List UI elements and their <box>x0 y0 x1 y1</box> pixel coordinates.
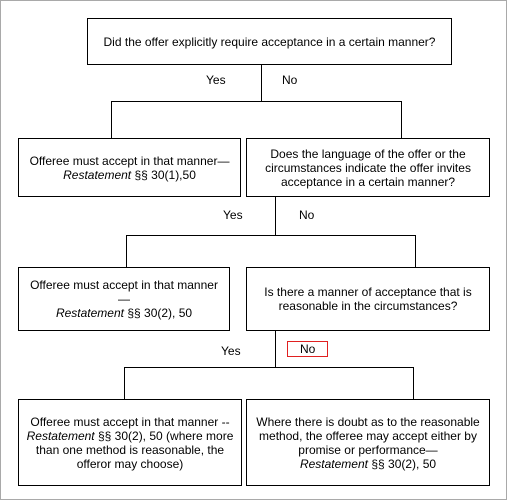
answer-1-text: Offeree must accept in that manner—Resta… <box>29 153 230 182</box>
answer-1-box: Offeree must accept in that manner—Resta… <box>18 138 241 197</box>
question-3-no-label: No <box>287 341 329 357</box>
question-3-text: Is there a manner of acceptance that is … <box>264 285 472 313</box>
question-1-box: Did the offer explicitly require accepta… <box>87 18 452 65</box>
answer-4-box: Where there is doubt as to the reasonabl… <box>246 399 490 486</box>
question-1-no-label: No <box>282 73 298 87</box>
question-2-no-label: No <box>299 208 315 222</box>
question-3-yes-label: Yes <box>221 344 241 358</box>
answer-2-box: Offeree must accept in that manner—Resta… <box>18 267 230 331</box>
answer-3-text: Offeree must accept in that manner -- Re… <box>26 414 234 471</box>
answer-4-text: Where there is doubt as to the reasonabl… <box>256 414 480 471</box>
question-1-yes-label: Yes <box>206 73 226 87</box>
question-2-text: Does the language of the offer or the ci… <box>265 146 471 189</box>
answer-2-text: Offeree must accept in that manner—Resta… <box>30 278 218 320</box>
question-2-box: Does the language of the offer or the ci… <box>246 138 490 197</box>
question-1-text: Did the offer explicitly require accepta… <box>103 34 436 49</box>
question-2-yes-label: Yes <box>223 208 243 222</box>
question-3-box: Is there a manner of acceptance that is … <box>246 267 490 331</box>
answer-3-box: Offeree must accept in that manner -- Re… <box>18 399 242 486</box>
